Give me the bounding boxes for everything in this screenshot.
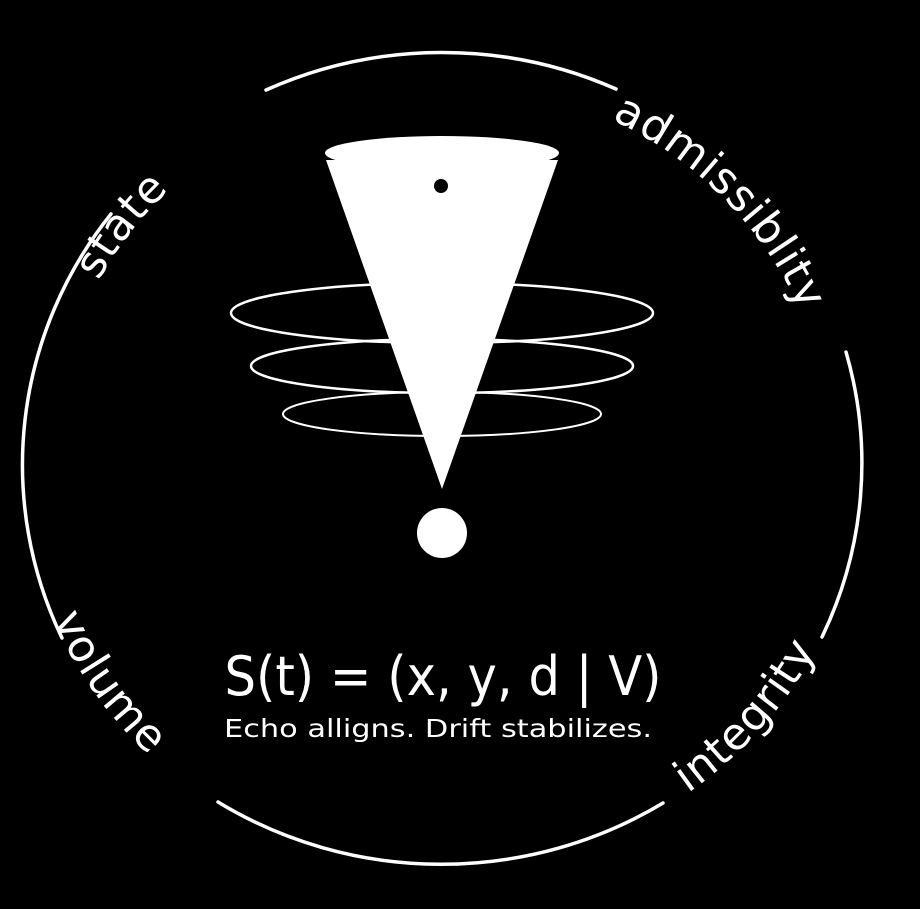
ring-arc-top xyxy=(264,50,618,92)
formula: S(t) = (x, y, d | V) xyxy=(225,645,662,708)
cone-body xyxy=(326,160,558,489)
ring-arc-right xyxy=(820,350,864,639)
tagline: Echo alligns. Drift stabilizes. xyxy=(224,714,652,743)
center-point-icon xyxy=(434,179,448,193)
outer-ring xyxy=(20,50,864,867)
exclamation-dot-icon xyxy=(417,508,467,558)
ring-arc-left xyxy=(20,212,113,640)
inverted-cone-icon xyxy=(325,136,559,489)
ring-arc-bottom xyxy=(216,800,665,867)
cone-top-ellipse xyxy=(325,136,559,170)
